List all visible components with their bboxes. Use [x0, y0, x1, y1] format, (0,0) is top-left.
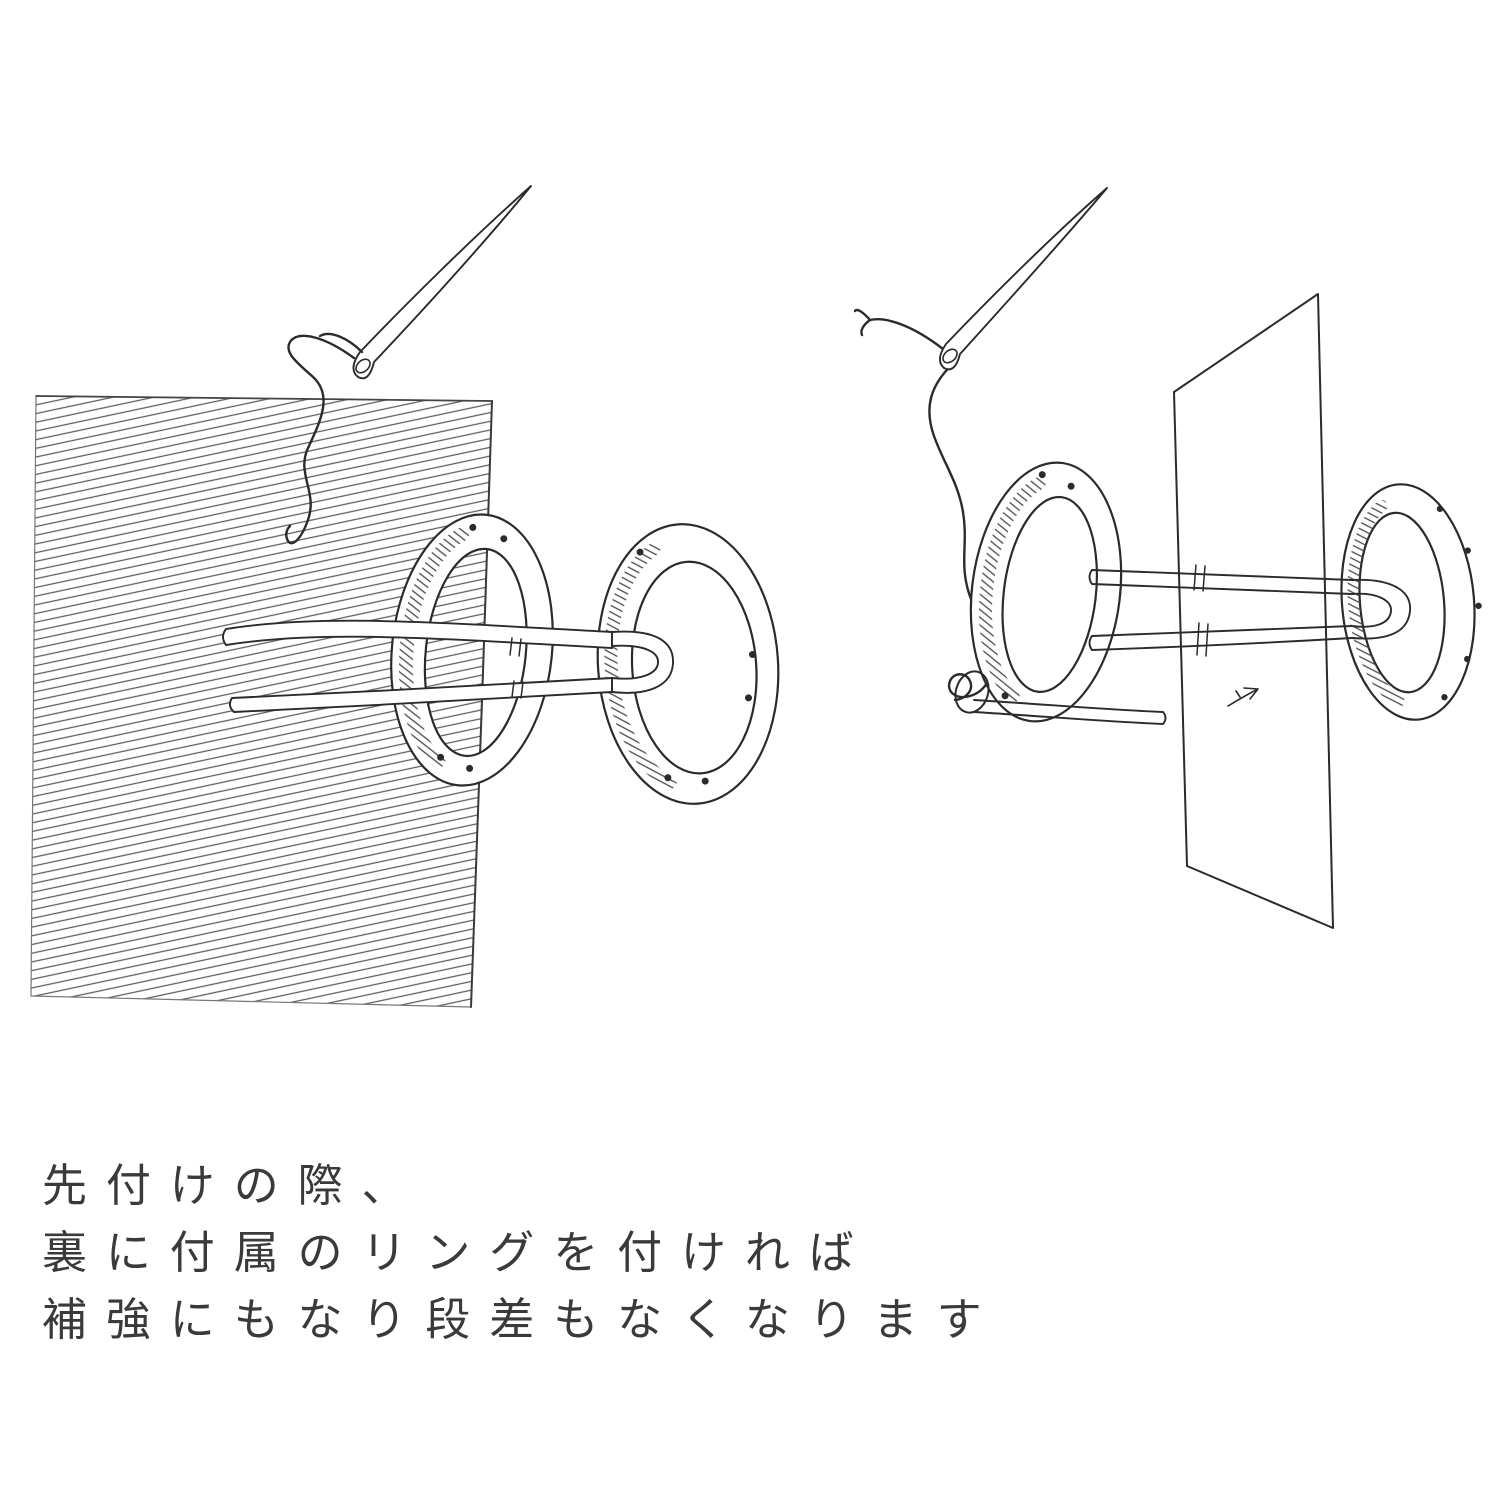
ring-hole: [664, 774, 672, 782]
needle-eye: [355, 358, 371, 374]
ring-hole: [1038, 471, 1046, 479]
ring-hole: [1475, 602, 1482, 610]
ring-hole: [500, 535, 508, 543]
ring-hole: [466, 764, 474, 772]
prong-assembly: [973, 564, 1411, 725]
prong-upper: [222, 619, 613, 649]
ring-hole: [636, 548, 644, 556]
ring-hole: [748, 650, 756, 658]
front-ring-rim-shading: [398, 527, 470, 769]
prong-upper: [1088, 569, 1353, 595]
thread-frayed-end: [853, 308, 872, 337]
figure-left-sewing-through-fabric: [30, 185, 780, 1008]
outer-ring-rim-shading: [604, 542, 677, 790]
front-ring: [390, 513, 554, 787]
prong-detail-ticks: [509, 637, 524, 699]
thread: [285, 332, 364, 545]
front-ring: [969, 461, 1123, 723]
thread-loop: [954, 670, 990, 714]
outer-ring: [596, 523, 780, 805]
ring-hole: [1464, 547, 1471, 554]
front-ring-rim-shading: [979, 476, 1046, 703]
prong-assembly: [222, 619, 674, 713]
ring-hole: [1436, 505, 1444, 513]
ring-hole: [1463, 655, 1471, 663]
needle-eye: [942, 348, 958, 364]
caption-line-2: 裏に付属のリングを付ければ: [42, 1226, 873, 1279]
sheet-pass-through-ticks: [1193, 564, 1209, 657]
prong-lower: [1088, 625, 1353, 651]
sewing-needle-icon: [352, 185, 532, 380]
ring-hole: [745, 694, 753, 702]
backing-ring-rim-shading: [1347, 499, 1405, 708]
ring-hole: [437, 753, 445, 761]
ring-hole: [1067, 482, 1075, 490]
clear-backing-sheet: [1173, 293, 1334, 929]
ring-hole: [1441, 693, 1448, 701]
caption-line-1: 先付けの際、: [42, 1159, 426, 1212]
figure-right-backing-ring: [853, 187, 1482, 929]
backing-ring: [1340, 483, 1482, 721]
prong-hook: [1351, 578, 1411, 640]
thread: [853, 308, 994, 702]
sewing-needle-icon: [939, 187, 1108, 371]
sheet-hole-mark: [1227, 687, 1259, 707]
caption-line-3: 補強にもなり段差もなくなります: [42, 1293, 1001, 1346]
prong-third: [973, 699, 1167, 725]
ring-hole: [1001, 692, 1009, 700]
ring-hole: [469, 523, 477, 531]
prong-lower: [228, 677, 613, 713]
ring-hole: [701, 777, 709, 785]
caption: 先付けの際、 裏に付属のリングを付ければ 補強にもなり段差もなくなります: [42, 1152, 1001, 1353]
